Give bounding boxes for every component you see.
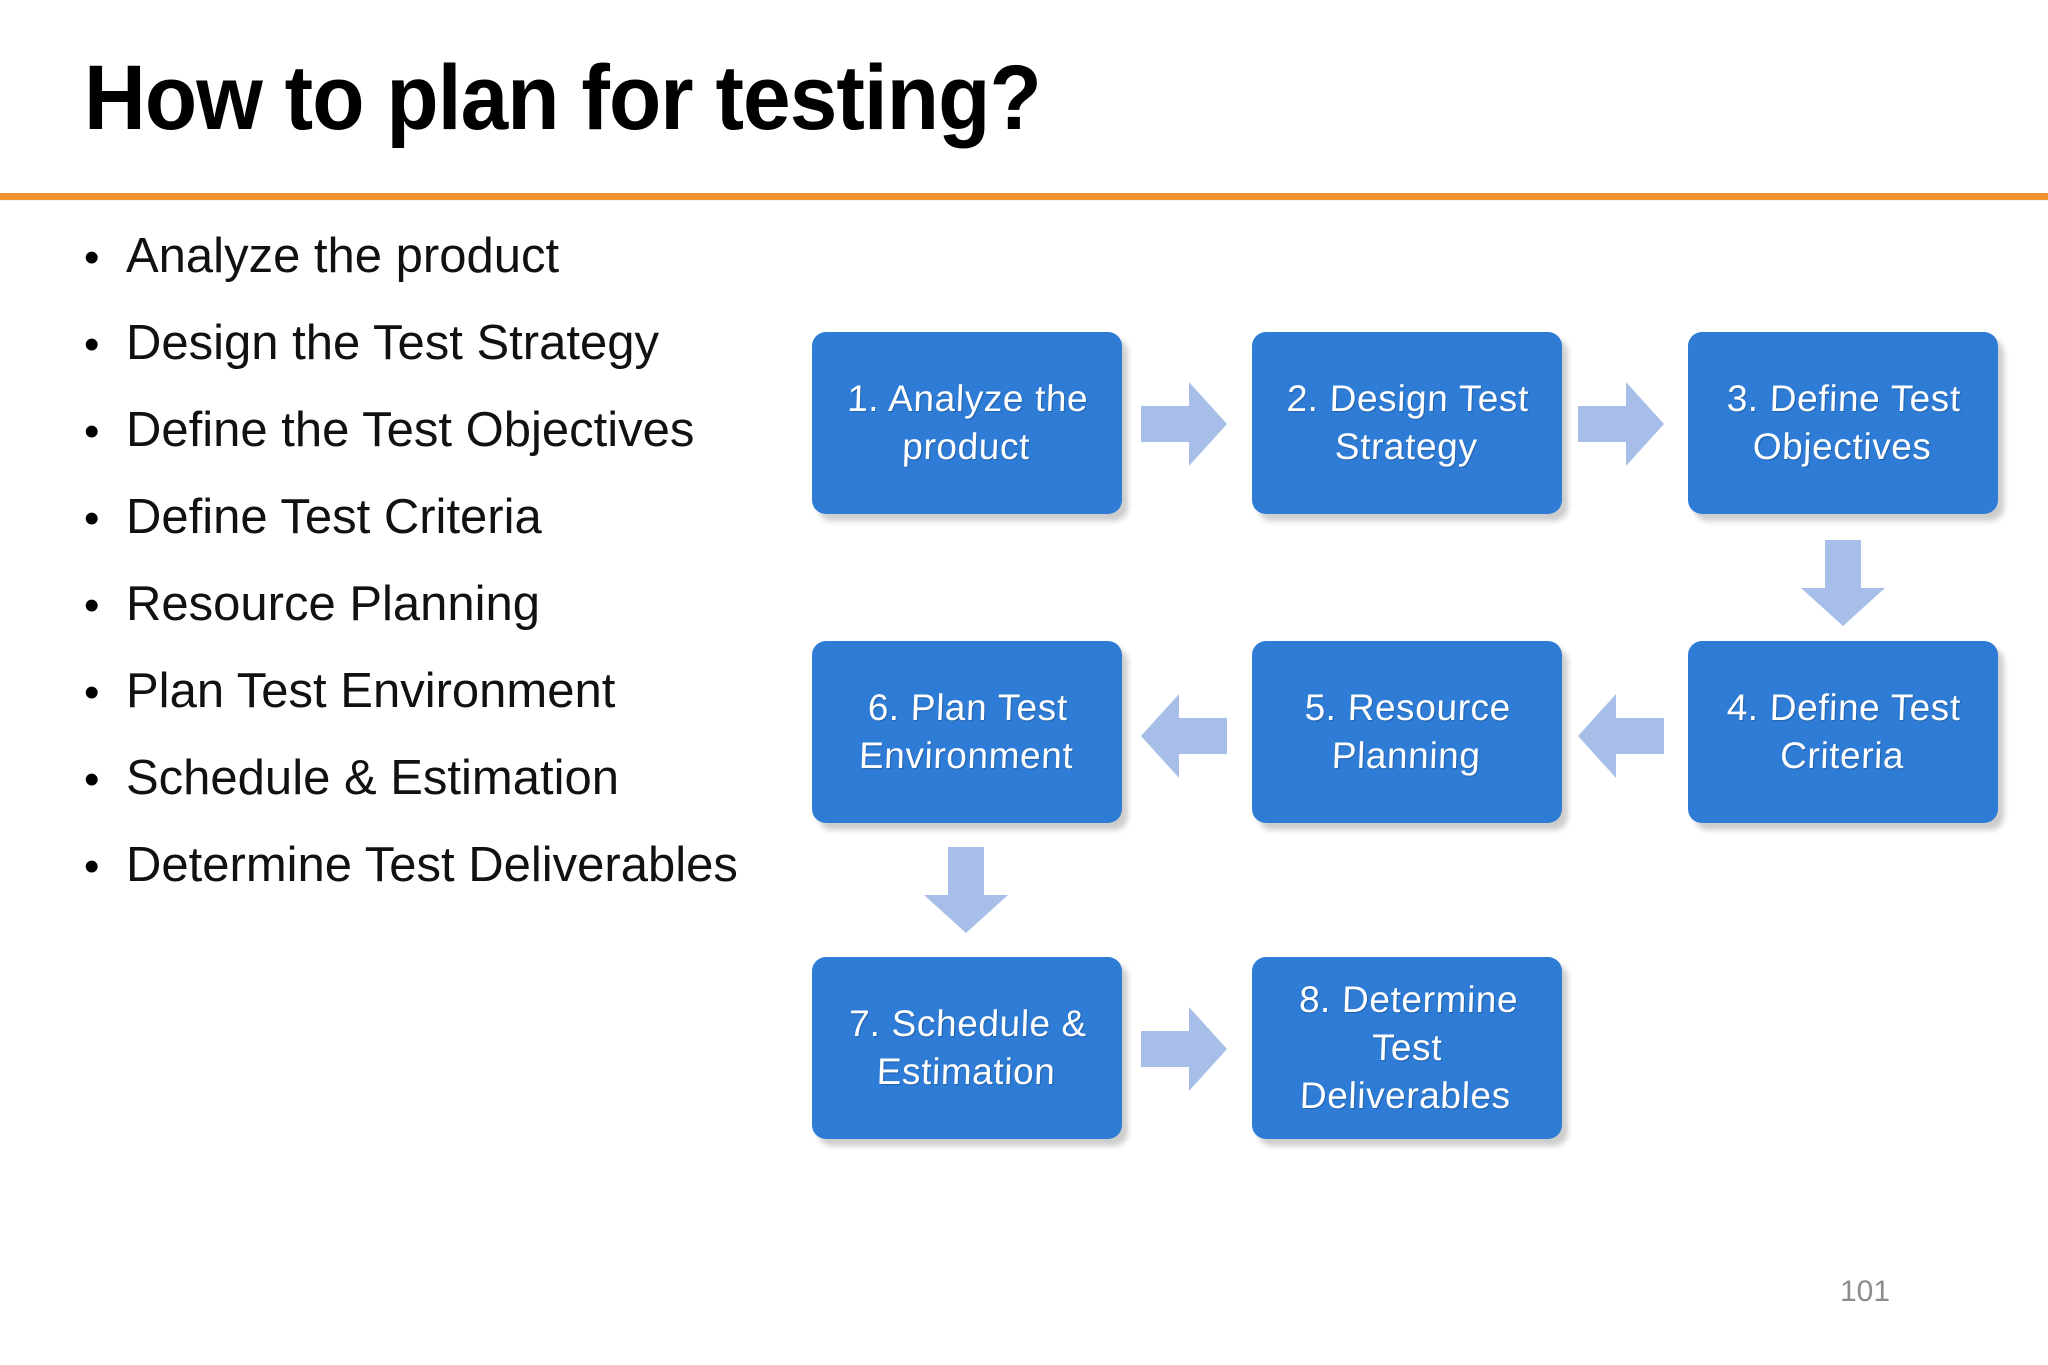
flow-node-label: 5. Resource Planning [1304,686,1512,776]
list-item: • Define Test Criteria [84,493,914,580]
list-item-label: Schedule & Estimation [126,751,619,805]
flow-node-7: 7. Schedule & Estimation [812,957,1122,1139]
list-item: • Design the Test Strategy [84,319,914,406]
list-item-label: Plan Test Environment [126,664,616,718]
bullet-marker-icon: • [84,668,100,717]
arrow-right-icon [1578,382,1664,466]
flow-node-label: 8. Determine Test Deliverables [1298,978,1519,1117]
bullet-marker-icon: • [84,407,100,456]
list-item-label: Define the Test Objectives [126,403,695,457]
list-item-label: Determine Test Deliverables [126,838,738,892]
title-divider-rule [0,193,2048,200]
bullet-marker-icon: • [84,320,100,369]
bullet-list: • Analyze the product • Design the Test … [84,232,914,928]
list-item: • Schedule & Estimation [84,754,914,841]
list-item: • Define the Test Objectives [84,406,914,493]
bullet-marker-icon: • [84,842,100,891]
list-item-label: Design the Test Strategy [126,316,659,370]
flow-node-3: 3. Define Test Objectives [1688,332,1998,514]
list-item-label: Define Test Criteria [126,490,542,544]
arrow-right-icon [1141,1007,1227,1091]
arrow-left-icon [1141,694,1227,778]
arrow-down-icon [1801,540,1885,626]
flow-node-2: 2. Design Test Strategy [1252,332,1562,514]
list-item: • Determine Test Deliverables [84,841,914,928]
flow-node-5: 5. Resource Planning [1252,641,1562,823]
bullet-marker-icon: • [84,581,100,630]
flow-node-label: 3. Define Test Objectives [1726,377,1962,467]
bullet-marker-icon: • [84,755,100,804]
flow-node-4: 4. Define Test Criteria [1688,641,1998,823]
flow-node-label: 4. Define Test Criteria [1726,686,1962,776]
list-item: • Resource Planning [84,580,914,667]
flow-node-6: 6. Plan Test Environment [812,641,1122,823]
flow-node-label: 7. Schedule & Estimation [848,1002,1088,1092]
list-item: • Plan Test Environment [84,667,914,754]
flow-node-label: 1. Analyze the product [846,377,1089,467]
flow-node-1: 1. Analyze the product [812,332,1122,514]
flow-node-label: 2. Design Test Strategy [1286,377,1530,467]
list-item: • Analyze the product [84,232,914,319]
page-number: 101 [1840,1275,1891,1308]
bullet-marker-icon: • [84,233,100,282]
arrow-right-icon [1141,382,1227,466]
flow-node-8: 8. Determine Test Deliverables [1252,957,1562,1139]
list-item-label: Analyze the product [126,229,560,283]
bullet-marker-icon: • [84,494,100,543]
flow-node-label: 6. Plan Test Environment [858,686,1075,776]
arrow-left-icon [1578,694,1664,778]
list-item-label: Resource Planning [126,577,541,631]
page-title: How to plan for testing? [84,47,1042,149]
arrow-down-icon [924,847,1008,933]
